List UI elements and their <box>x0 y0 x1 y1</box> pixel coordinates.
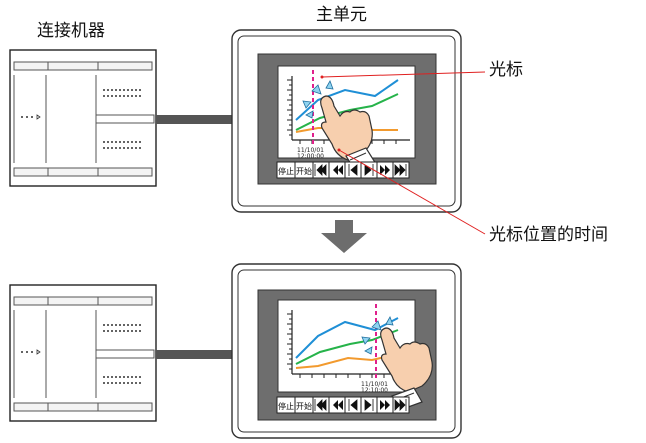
cable-top <box>156 115 234 124</box>
plc-device-bottom <box>9 284 157 422</box>
timestamp-time-bottom: 12:10:00 <box>361 387 388 394</box>
timestamp-date-top: 11/10/01 <box>297 147 324 154</box>
cursor-label: 光标 <box>489 60 523 80</box>
main-unit-label: 主单元 <box>316 5 367 25</box>
button-bar-bottom: 停止 开始 <box>276 396 410 414</box>
trend-chart-bottom <box>287 304 433 411</box>
tap-effect-icon-bottom <box>361 316 394 355</box>
rewind-icon <box>333 400 343 410</box>
forward-fast-icon <box>394 399 407 411</box>
series-orange-bottom <box>295 353 399 369</box>
svg-text:开始: 开始 <box>296 401 312 411</box>
forward-icon <box>380 165 390 175</box>
step-back-icon <box>348 164 358 176</box>
cursor-callout-line <box>320 71 486 79</box>
cursor-time-callout-line <box>337 148 486 235</box>
forward-fast-icon <box>394 164 407 176</box>
rewind-icon <box>333 165 343 175</box>
rewind-fast-icon <box>314 164 327 176</box>
forward-icon <box>380 400 390 410</box>
svg-text:停止: 停止 <box>278 166 294 176</box>
tap-effect-icon-top <box>302 80 334 119</box>
timestamp-time-top: 12:00:00 <box>297 153 324 160</box>
svg-text:停止: 停止 <box>278 401 294 411</box>
cable-bottom <box>156 350 234 359</box>
plc-device-top <box>9 49 157 187</box>
button-bar-top: 停止 开始 <box>276 161 410 179</box>
down-arrow-icon <box>321 220 367 253</box>
svg-text:开始: 开始 <box>296 166 312 176</box>
rewind-fast-icon <box>314 399 327 411</box>
timestamp-date-bottom: 11/10/01 <box>361 381 388 388</box>
series-blue-top <box>295 79 399 121</box>
series-blue-bottom <box>295 317 399 359</box>
cursor-time-label: 光标位置的时间 <box>489 225 608 245</box>
step-back-icon <box>348 399 358 411</box>
step-forward-icon <box>364 399 374 411</box>
device-connected-label: 连接机器 <box>37 21 105 41</box>
